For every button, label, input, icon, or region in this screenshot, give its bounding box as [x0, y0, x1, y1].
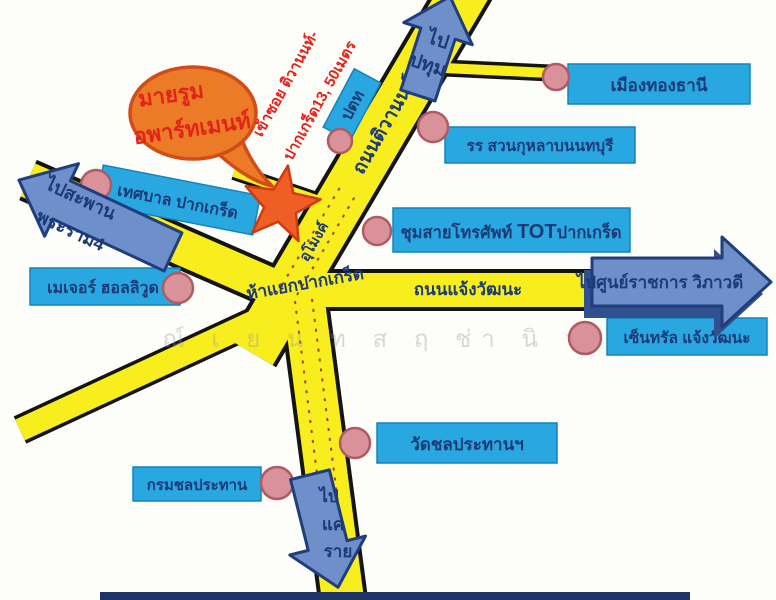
tunnel-dash-line [311, 298, 341, 520]
tot-label-pre: ชุมสายโทรศัพท์ [400, 222, 517, 243]
place-label: เซ็นทรัล แจ้งวัฒนะ [623, 327, 750, 347]
marker-irrigation [259, 465, 295, 501]
apartment-star-marker [244, 164, 322, 243]
direction-arrow-east: ไปศูนย์ราชการ วิภาวดี [575, 235, 773, 339]
tunnel-dashes [281, 183, 358, 522]
east-arrow-label: ไปศูนย์ราชการ วิภาวดี [575, 272, 744, 294]
tot-label-bold: TOT [517, 221, 557, 243]
marker-major [161, 271, 195, 305]
place-label: รร สวนกุหลาบนนทบุรี [467, 137, 615, 156]
callout-bubble-shape [128, 65, 258, 161]
west-arrow-shape [17, 162, 184, 273]
tot-label-post: ปากเกร็ด [557, 221, 622, 242]
bottom-bar [100, 592, 690, 600]
marker-school [416, 110, 450, 144]
east-arrow-shape [590, 235, 773, 329]
place-box [132, 466, 262, 502]
place-box [376, 422, 558, 464]
place-major-hollywood: เมเจอร์ ฮอลลิวูด [29, 267, 181, 306]
road-southwest [15, 295, 293, 441]
place-box [444, 126, 636, 164]
south-arrow-label-3: ราย [324, 542, 353, 561]
place-label: กรมชลประทาน [147, 477, 248, 494]
place-wat-chonprathan: วัดชลประทานฯ [376, 422, 558, 464]
place-central-chaengwattana: เซ็นทรัล แจ้งวัฒนะ [606, 317, 768, 356]
road-mueangthong-branch [443, 63, 551, 78]
place-label: เมเจอร์ ฮอลลิวูด [47, 278, 159, 299]
marker-mueang-thong [541, 62, 571, 92]
south-arrow-label-1: ไป [317, 486, 339, 506]
place-label: เมืองทองธานี [611, 75, 708, 95]
north-arrow-shape [399, 0, 474, 103]
direction-arrow-south: ไป แค ราย [288, 468, 367, 589]
place-box [29, 267, 181, 306]
place-mueang-thong-thani: เมืองทองธานี [567, 63, 751, 105]
south-arrow-label-2: แค [322, 515, 344, 534]
apartment-callout: มายรูม อพาร์ทเมนท์ [128, 65, 278, 189]
road-label-chaengwattana: ถนนแจ้งวัฒนะ [414, 280, 522, 299]
place-markers [79, 62, 603, 501]
direction-arrow-north: ไป ปทุม [399, 0, 474, 103]
marker-ptt [326, 127, 354, 155]
place-box [606, 317, 768, 356]
place-suankularb-school: รร สวนกุหลาบนนทบุรี [444, 126, 636, 164]
place-box [567, 63, 751, 105]
marker-central [567, 320, 603, 356]
tunnel-dash-line [294, 300, 324, 522]
marker-tot [361, 215, 393, 247]
marker-wat [338, 426, 372, 460]
place-label: วัดชลประทานฯ [410, 435, 524, 454]
place-box [392, 207, 631, 253]
watermark-text: ณ์ เ ย น ท ส ฤ ช่า นิ ว ร [162, 325, 627, 353]
place-label: ชุมสายโทรศัพท์ TOTปากเกร็ด [400, 221, 621, 243]
place-irrigation-dept: กรมชลประทาน [132, 466, 262, 502]
south-arrow-shape [288, 468, 367, 589]
place-tot-exchange: ชุมสายโทรศัพท์ TOTปากเกร็ด [392, 207, 631, 253]
